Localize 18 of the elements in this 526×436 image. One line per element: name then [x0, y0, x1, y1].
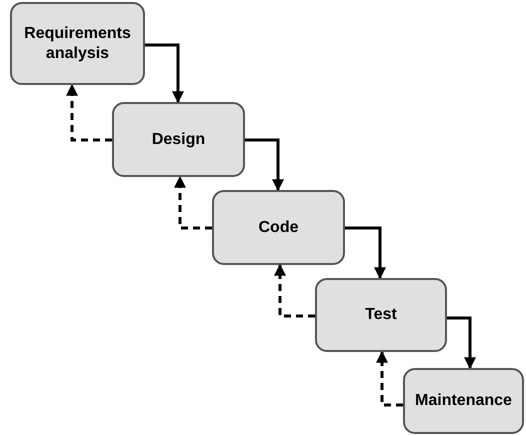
dashed-arrow [174, 176, 212, 230]
process-box [112, 102, 245, 177]
dashed-arrow [274, 264, 315, 318]
process-box [10, 2, 145, 85]
dashed-arrow [376, 350, 403, 406]
box-label: Test [364, 305, 398, 325]
process-box [315, 278, 447, 352]
arrow [145, 44, 184, 104]
box-label: Requirements analysis [23, 24, 132, 64]
arrow [345, 226, 386, 280]
process-box [403, 368, 524, 434]
box-label: Design [150, 130, 206, 150]
arrow [245, 138, 284, 192]
process-box [212, 190, 345, 265]
box-label: Code [258, 218, 300, 238]
arrow [447, 316, 476, 370]
dashed-arrow [66, 84, 112, 142]
box-label: Maintenance [414, 391, 513, 411]
